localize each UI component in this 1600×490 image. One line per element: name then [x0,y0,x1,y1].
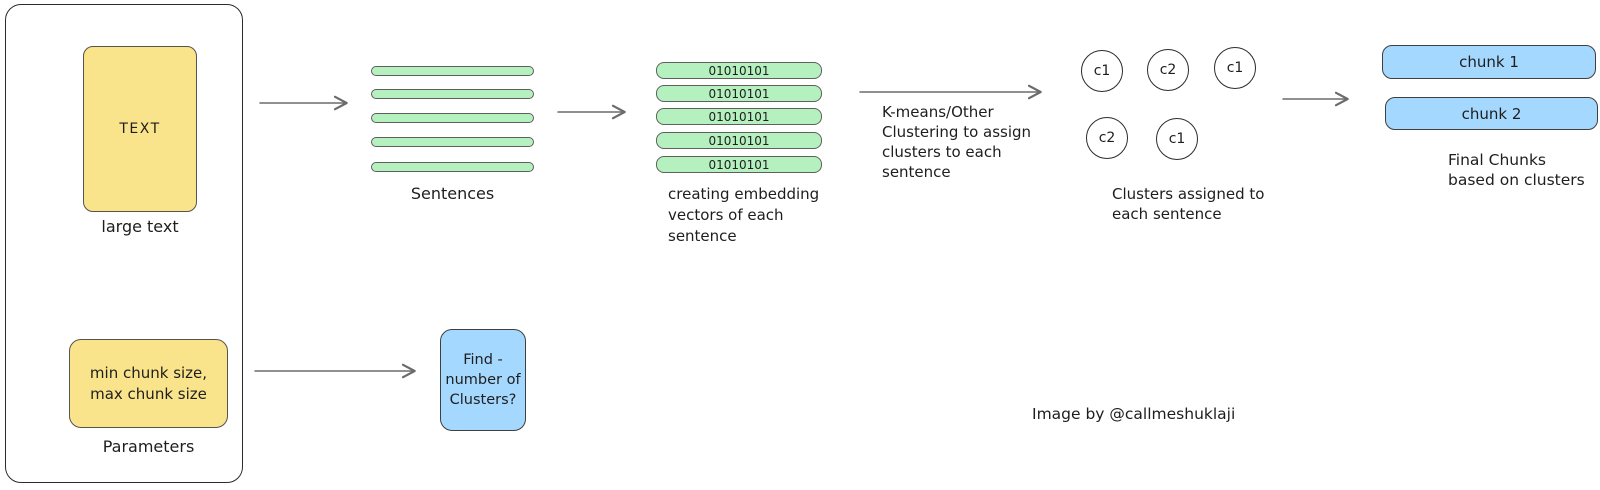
cluster-circle: c1 [1156,118,1198,160]
find-clusters-label: Find - number of Clusters? [445,352,521,408]
kmeans-arrow-label: K-means/Other Clustering to assign clust… [882,103,1032,181]
cluster-circle-label: c2 [1159,62,1177,78]
sentence-bar [371,162,534,172]
parameters-box-label: min chunk size, max chunk size [89,363,208,403]
cluster-circle: c1 [1081,50,1123,92]
cluster-circle-label: c1 [1226,60,1244,76]
chunk-box: chunk 1 [1382,45,1596,79]
credit-text: Image by @callmeshuklaji [1032,405,1236,423]
embeddings-caption: creating embedding vectors of each sente… [668,185,820,245]
cluster-circle: c2 [1147,49,1189,91]
embedding-value: 01010101 [708,157,770,172]
find-clusters-box: Find - number of Clusters? [440,329,526,431]
cluster-circle: c1 [1214,47,1256,89]
sentence-bar [371,137,534,147]
embedding-value: 01010101 [708,133,770,148]
sentence-bar [371,113,534,123]
clusters-caption: Clusters assigned to each sentence [1112,185,1265,223]
sentence-bar [371,89,534,99]
embedding-value: 01010101 [708,86,770,101]
embedding-box: 01010101 [656,132,822,149]
sentences-caption: Sentences [410,184,495,203]
chunks-caption: Final Chunks based on clusters [1448,151,1585,189]
cluster-circle-label: c1 [1093,63,1111,79]
chunk-label: chunk 2 [1461,104,1522,123]
embedding-box: 01010101 [656,62,822,79]
cluster-circle-label: c1 [1168,131,1186,147]
chunk-box: chunk 2 [1385,97,1598,130]
parameters-box: min chunk size, max chunk size [69,339,228,428]
chunk-label: chunk 1 [1459,53,1519,71]
embedding-box: 01010101 [656,108,822,125]
cluster-circle: c2 [1086,117,1128,159]
embedding-value: 01010101 [708,109,770,124]
embedding-value: 01010101 [708,63,770,78]
large-text-box-label: TEXT [119,121,161,137]
sentence-bar [371,66,534,76]
parameters-caption: Parameters [102,437,195,456]
input-container: TEXT large text min chunk size, max chun… [5,4,243,483]
embedding-box: 01010101 [656,85,822,102]
cluster-circle-label: c2 [1098,130,1116,146]
embedding-box: 01010101 [656,156,822,173]
large-text-caption: large text [101,217,179,236]
large-text-box: TEXT [83,46,197,212]
